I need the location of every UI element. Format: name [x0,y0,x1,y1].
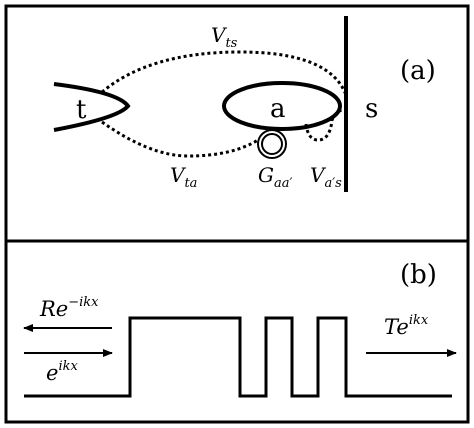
coupling-as-label: Va′s [310,163,342,191]
panel-a: (a) t a s Vts Vta Gaa′ Va′s [53,16,436,192]
reflected-wave-label: Re−ikx [39,295,99,321]
green-function-label: Gaa′ [258,163,292,191]
green-function-loop-inner [261,133,283,155]
coupling-as-line [304,108,347,142]
panel-b: (b) Re−ikx eikx Teikx [23,260,457,398]
coupling-ta-line [101,120,259,158]
incident-wave-label: eikx [46,359,78,385]
transmitted-wave-label: Teikx [384,313,429,339]
atom-ellipse [222,81,342,131]
tip-shape [53,82,131,132]
potential-profile [24,316,452,398]
coupling-ts-label: Vts [211,23,238,51]
figure-frame [4,4,470,424]
panel-b-label: (b) [400,260,437,290]
coupling-ts-line [101,50,348,96]
surface-label: s [365,94,378,124]
tip-label: t [76,95,87,125]
panel-a-label: (a) [400,56,436,86]
coupling-ta-label: Vta [170,163,197,191]
atom-label: a [270,94,286,124]
green-function-loop-outer [257,129,287,159]
